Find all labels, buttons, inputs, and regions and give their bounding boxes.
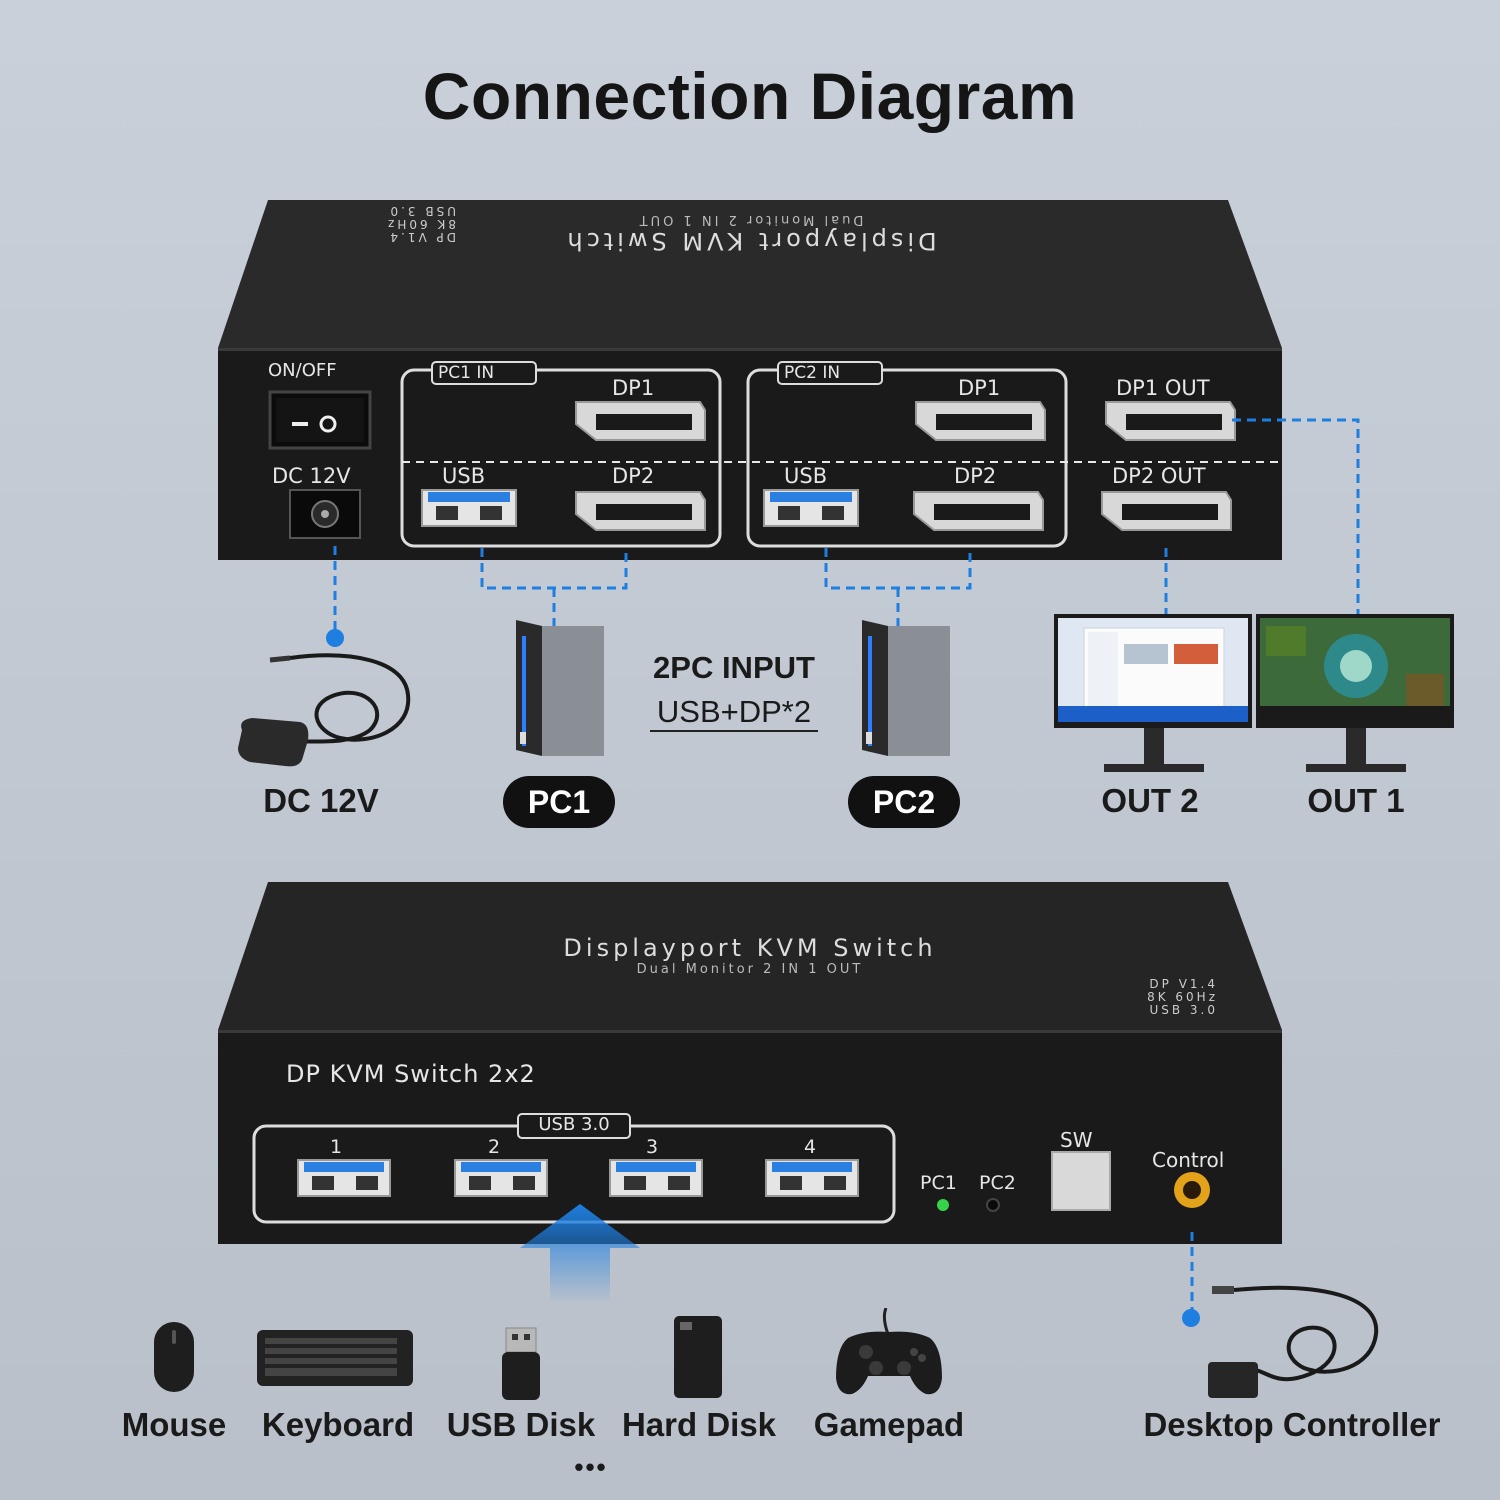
monitor-out2-icon [1054, 614, 1252, 772]
front-spec-list: DP V1.4 8K 60Hz USB 3.0 [1068, 978, 1218, 1017]
gamepad-icon [836, 1308, 942, 1395]
port-4-label: 4 [804, 1136, 817, 1158]
desktop-controller-icon [1208, 1285, 1379, 1398]
out1-caption: OUT 1 [1307, 782, 1405, 819]
keyboard-icon [257, 1330, 413, 1386]
port-2-label: 2 [488, 1136, 501, 1158]
more-devices-ellipsis: ••• [574, 1452, 608, 1482]
front-top-text: Displayport KVM Switch Dual Monitor 2 IN… [470, 934, 1030, 977]
pc2-dp2-label: DP2 [954, 464, 997, 488]
device-gamepad: Gamepad [813, 1406, 965, 1443]
input-underline [650, 730, 818, 732]
pc2-pill: PC2 [848, 776, 960, 828]
monitor-out1-icon [1256, 614, 1454, 772]
desktop-controller-caption: Desktop Controller [1143, 1406, 1441, 1443]
front-spec-3: USB 3.0 [1149, 1003, 1218, 1017]
front-sub: Dual Monitor 2 IN 1 OUT [636, 962, 864, 977]
page-title: Connection Diagram [422, 59, 1078, 133]
dc-caption: DC 12V [263, 782, 379, 819]
usb30-label: USB 3.0 [538, 1114, 610, 1135]
device-hard-disk: Hard Disk [621, 1406, 777, 1443]
sw-button[interactable] [1052, 1152, 1110, 1210]
control-label: Control [1152, 1148, 1225, 1172]
port-3-label: 3 [646, 1136, 659, 1158]
led-pc1-label: PC1 [920, 1172, 957, 1194]
device-keyboard: Keyboard [261, 1406, 415, 1443]
front-brand: Displayport KVM Switch [563, 934, 937, 962]
port-1-label: 1 [330, 1136, 343, 1158]
device-usb-disk: USB Disk [446, 1406, 596, 1443]
power-adapter-icon [238, 653, 411, 767]
pc1-in-label: PC1 IN [438, 363, 495, 383]
usb-disk-icon [502, 1327, 540, 1400]
pc1-dp2-label: DP2 [612, 464, 655, 488]
front-spec-2: 8K 60Hz [1147, 990, 1218, 1004]
input-title: 2PC INPUT [653, 650, 815, 685]
led-pc2-label: PC2 [979, 1172, 1016, 1194]
sw-label: SW [1060, 1128, 1093, 1152]
pc1-tower-icon [516, 620, 604, 756]
dp1-out-label: DP1 OUT [1116, 376, 1210, 400]
pc1-usb-label: USB [442, 464, 486, 488]
pc1-pill: PC1 [503, 776, 615, 828]
pc2-in-label: PC2 IN [784, 363, 841, 383]
on-off-label: ON/OFF [268, 360, 337, 381]
pc1-dp1-label: DP1 [612, 376, 655, 400]
hard-disk-icon [674, 1316, 722, 1398]
dc-jack-label: DC 12V [272, 464, 351, 488]
model-label: DP KVM Switch 2x2 [286, 1060, 536, 1088]
pc2-usb-label: USB [784, 464, 828, 488]
mouse-icon [154, 1322, 194, 1392]
front-spec-1: DP V1.4 [1149, 977, 1218, 991]
input-subtitle: USB+DP*2 [656, 694, 812, 729]
pc2-tower-icon [862, 620, 950, 756]
device-mouse: Mouse [121, 1406, 227, 1443]
pc2-dp1-label: DP1 [958, 376, 1001, 400]
out2-caption: OUT 2 [1101, 782, 1199, 819]
dp2-out-label: DP2 OUT [1112, 464, 1206, 488]
